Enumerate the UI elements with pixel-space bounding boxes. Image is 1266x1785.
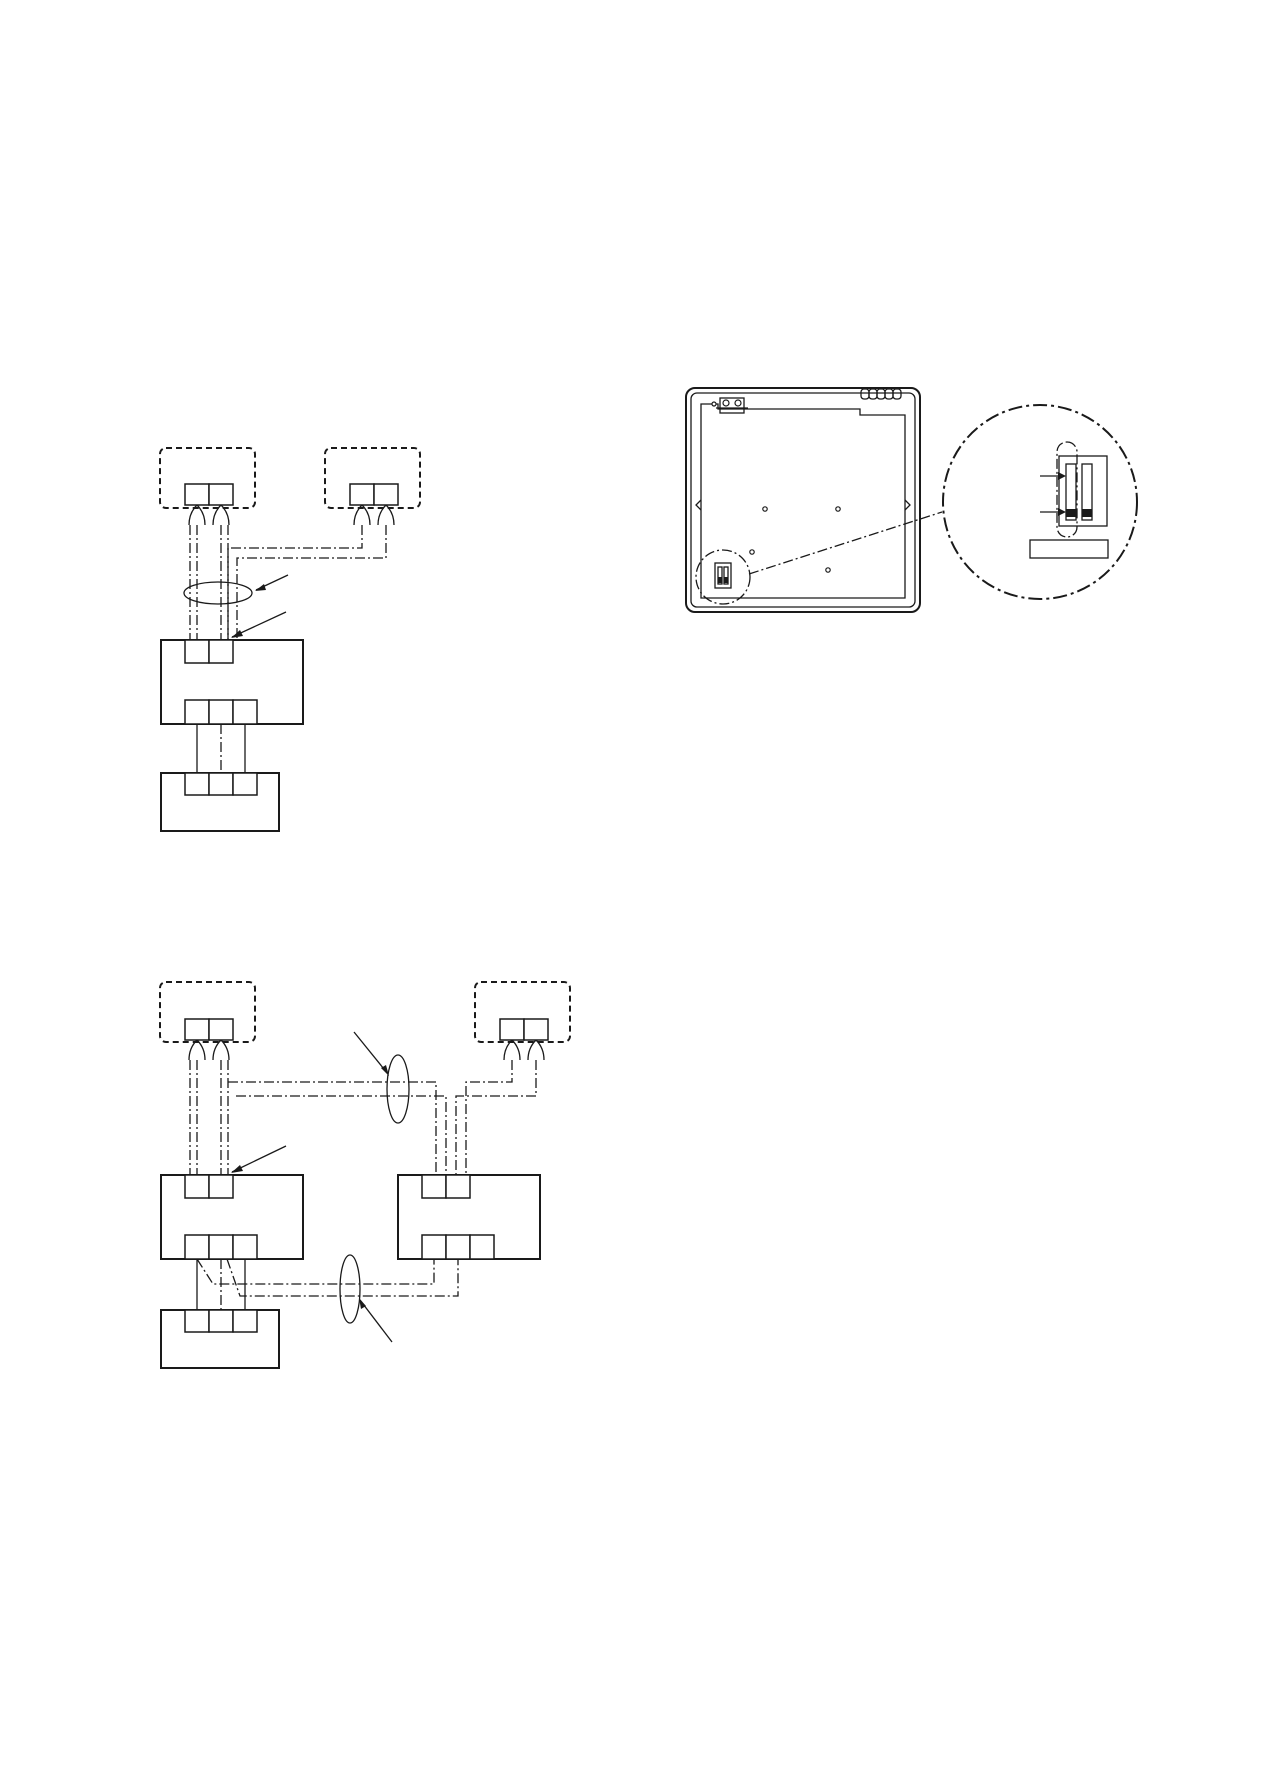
cable-bundle-marker (183, 581, 253, 605)
leader-line (353, 1031, 389, 1075)
cable-bundle-marker (339, 1254, 361, 1324)
pcb-switch-detail (685, 387, 1138, 613)
arrowheads (231, 584, 389, 1309)
leader-line (359, 1299, 393, 1343)
cable-connectors (188, 504, 395, 526)
inter-unit-wiring (196, 1258, 459, 1310)
outdoor-unit (160, 1309, 280, 1369)
switch-arrow-down (1040, 508, 1066, 516)
indoor-unit-1 (160, 1174, 304, 1260)
controller-housing (685, 387, 921, 613)
remote-controller-b (474, 981, 571, 1043)
terminal-coil (860, 388, 902, 400)
wiring-diagram-twin-indoor (159, 981, 571, 1369)
outdoor-unit (160, 772, 280, 832)
indoor-unit (160, 639, 304, 725)
cable-bundle-marker (386, 1054, 410, 1124)
remote-controller-b (324, 447, 421, 509)
switch-arrow-up (1040, 472, 1066, 480)
remote-controller-a (159, 981, 256, 1043)
dip-switch-small (714, 562, 732, 589)
magnify-leader (748, 511, 943, 575)
indoor-unit-2 (397, 1174, 541, 1260)
magnified-view (942, 404, 1138, 600)
power-wiring (196, 724, 246, 773)
remote-wiring (189, 1060, 537, 1175)
wiring-diagram-single-indoor (159, 447, 421, 832)
cable-connectors (188, 1039, 545, 1061)
remote-controller-a (159, 447, 256, 509)
